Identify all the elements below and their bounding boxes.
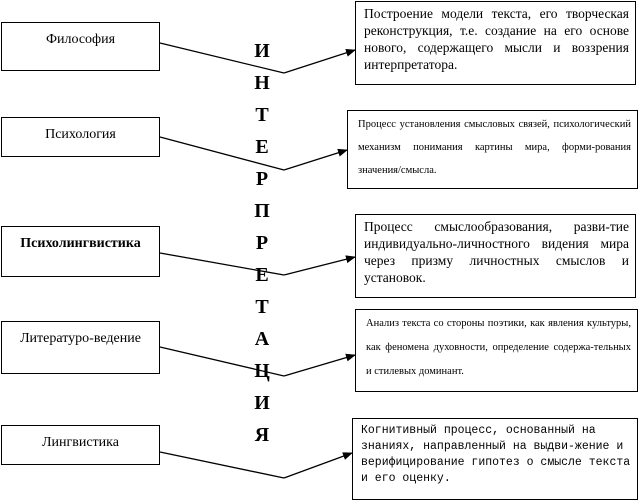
arrow-center-to-definition-2 <box>283 148 348 171</box>
center-letter: П <box>254 200 270 222</box>
definition-box-1: Построение модели текста, его творческая… <box>355 1 636 85</box>
definition-box-2: Процесс установления смысловых связей, п… <box>347 110 638 189</box>
discipline-label: Лингвистика <box>42 435 119 450</box>
definition-text: Когнитивный процесс, основанный на знани… <box>361 424 631 485</box>
definition-text: Анализ текста со стороны поэтики, как яв… <box>366 318 631 377</box>
discipline-box-linguistics: Лингвистика <box>1 425 160 465</box>
line-psycholinguistics-to-center <box>159 252 285 276</box>
definition-box-3: Процесс смыслообразования, разви-тие инд… <box>355 214 636 298</box>
center-letter: Т <box>255 104 269 126</box>
discipline-label: Литературо-ведение <box>20 331 141 346</box>
definition-text: Процесс установления смысловых связей, п… <box>358 119 631 176</box>
definition-text: Построение модели текста, его творческая… <box>364 6 629 72</box>
definition-box-5: Когнитивный процесс, основанный на знани… <box>352 418 638 500</box>
discipline-box-psychology: Психология <box>1 117 160 157</box>
center-letter: Е <box>255 264 269 286</box>
line-linguistics-to-center <box>159 451 285 479</box>
center-letter: Р <box>255 168 269 190</box>
discipline-label: Психолингвистика <box>20 236 141 251</box>
line-psychology-to-center <box>159 136 285 171</box>
center-letter: И <box>254 392 270 414</box>
center-letter: Т <box>255 296 269 318</box>
discipline-label: Философия <box>45 32 116 47</box>
discipline-box-philosophy: Философия <box>1 22 160 71</box>
arrow-center-to-definition-4 <box>283 353 356 377</box>
center-letter: Р <box>255 232 269 254</box>
center-letter: Н <box>254 72 270 94</box>
line-literary-studies-to-center <box>159 346 285 377</box>
discipline-box-psycholinguistics: Психолингвистика <box>1 226 160 277</box>
center-letter: И <box>254 40 270 62</box>
line-philosophy-to-center <box>159 42 285 74</box>
arrow-center-to-definition-1 <box>283 48 356 74</box>
center-letter: Ц <box>254 360 270 382</box>
arrow-center-to-definition-5 <box>283 452 353 479</box>
center-letter: Я <box>254 424 270 446</box>
discipline-label: Психология <box>45 127 116 142</box>
definition-box-4: Анализ текста со стороны поэтики, как яв… <box>355 309 638 392</box>
center-letter: А <box>254 328 270 350</box>
center-letter: Е <box>255 136 269 158</box>
center-word-interpretation: И Н Т Е Р П Р Е Т А Ц И Я <box>242 30 282 500</box>
arrow-center-to-definition-3 <box>283 255 356 276</box>
discipline-box-literary-studies: Литературо-ведение <box>1 321 160 374</box>
definition-text: Процесс смыслообразования, разви-тие инд… <box>364 219 629 285</box>
